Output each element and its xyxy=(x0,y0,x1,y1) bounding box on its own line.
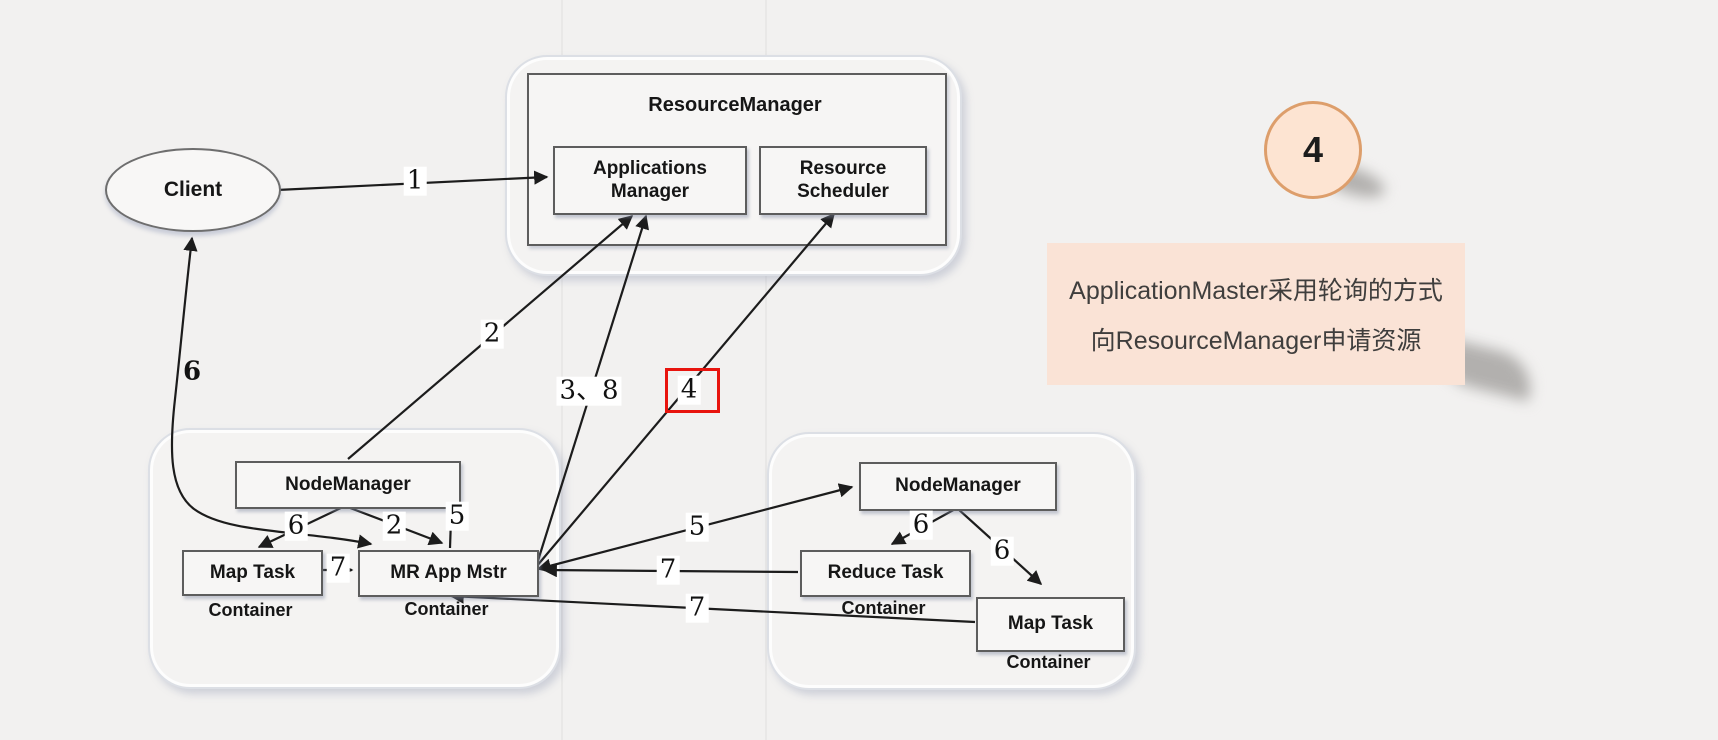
edge-label-2-short: 2 xyxy=(382,512,406,541)
left-maptask-container-label: Container xyxy=(208,600,293,620)
reduce-task-box: Reduce Task xyxy=(800,550,971,597)
arrow-right-maptask-to-mrappmstr xyxy=(449,589,976,624)
left-maptask-label: Map Task xyxy=(209,561,296,583)
callout-box: ApplicationMaster采用轮询的方式 向ResourceManage… xyxy=(1047,243,1465,385)
left-maptask-box: Map Task xyxy=(182,550,323,596)
right-maptask-box: Map Task xyxy=(976,597,1125,652)
step-circle-number: 4 xyxy=(1302,129,1324,170)
mr-app-mstr-container-label: Container xyxy=(404,599,489,619)
step-circle: 4 xyxy=(1264,101,1362,199)
edge-label-5-diagonal: 5 xyxy=(685,513,709,542)
left-nodemanager-label: NodeManager xyxy=(285,473,411,495)
right-nodemanager-label: NodeManager xyxy=(895,475,1021,497)
callout-line2: 向ResourceManager申请资源 xyxy=(1090,327,1422,355)
arrow-mrappmstr-to-client-curve xyxy=(170,236,373,549)
edge-label-6-curve: 6 xyxy=(182,356,202,387)
edge-label-3-8: 3、8 xyxy=(556,377,622,406)
edge-label-7-diagonal: 7 xyxy=(685,594,709,623)
resource-manager-title: ResourceManager xyxy=(648,94,822,116)
edge-label-7-horizontal: 7 xyxy=(656,556,680,585)
client-label: Client xyxy=(163,178,223,201)
callout-line1: ApplicationMaster采用轮询的方式 xyxy=(1069,277,1443,305)
edge-label-5-vertical: 5 xyxy=(445,502,469,531)
edge-label-6-right-1: 6 xyxy=(909,511,933,540)
edge-label-6-left: 6 xyxy=(284,512,308,541)
edge-label-2-long: 2 xyxy=(480,320,504,349)
client-ellipse: Client xyxy=(105,148,281,232)
right-nodemanager-box: NodeManager xyxy=(859,462,1057,511)
edge-label-6-right-2: 6 xyxy=(990,537,1014,566)
reduce-task-container-label: Container xyxy=(841,598,926,618)
left-nodemanager-box: NodeManager xyxy=(235,461,461,509)
mr-app-mstr-label: MR App Mstr xyxy=(390,562,507,584)
mr-app-mstr-box: MR App Mstr xyxy=(358,550,539,597)
edge-label-1: 1 xyxy=(403,167,427,196)
edge-label-7-short: 7 xyxy=(326,554,350,583)
right-maptask-label: Map Task xyxy=(1007,613,1094,635)
edge-label-4: 4 xyxy=(677,376,701,405)
highlight-red-rectangle xyxy=(665,368,720,413)
reduce-task-label: Reduce Task xyxy=(827,562,944,584)
right-maptask-container-label: Container xyxy=(1006,652,1091,672)
